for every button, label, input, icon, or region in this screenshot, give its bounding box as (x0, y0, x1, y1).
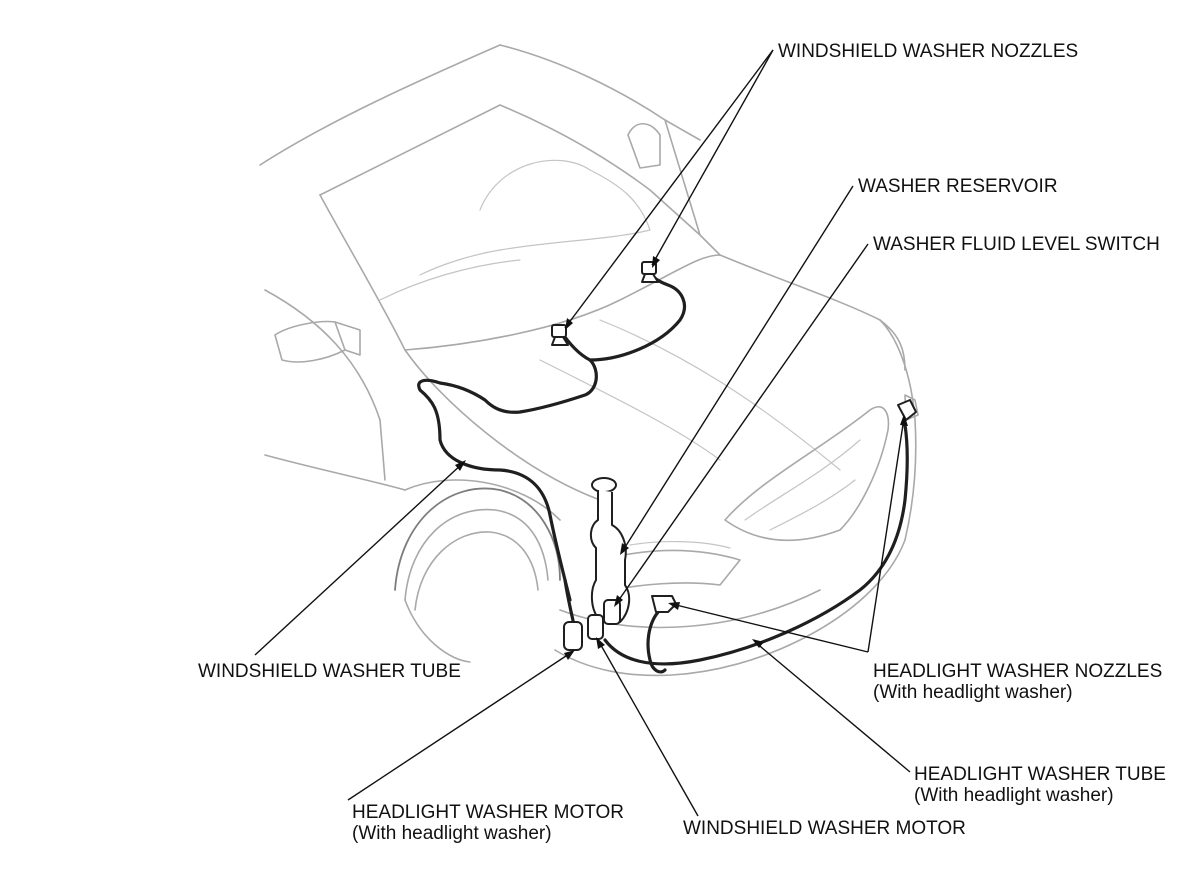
label-windshield-washer-motor: WINDSHIELD WASHER MOTOR (683, 818, 966, 839)
leader-headlight-washer-motor (347, 651, 573, 801)
label-headlight-washer-motor-note: (With headlight washer) (352, 823, 552, 844)
headlight-washer-nozzle-right (897, 399, 917, 421)
label-headlight-washer-tube-note: (With headlight washer) (914, 785, 1114, 806)
label-headlight-washer-motor: HEADLIGHT WASHER MOTOR (352, 802, 624, 823)
headlight-washer-nozzle-left (651, 595, 677, 613)
headlight-washer-tube (603, 423, 909, 674)
label-headlight-washer-tube: HEADLIGHT WASHER TUBE (914, 764, 1166, 785)
leader-headlight-nozzle-left (671, 603, 869, 653)
windshield-washer-tube (417, 268, 686, 632)
leader-washer-reservoir (621, 185, 854, 553)
windshield-washer-nozzle-right (641, 261, 659, 283)
leader-windshield-washer-motor (597, 639, 699, 817)
car-outline (259, 44, 919, 677)
label-washer-reservoir: WASHER RESERVOIR (858, 176, 1058, 197)
labels: WINDSHIELD WASHER NOZZLES WASHER RESERVO… (198, 41, 1166, 844)
leader-windshield-washer-tube (254, 462, 464, 656)
label-windshield-washer-nozzles: WINDSHIELD WASHER NOZZLES (778, 41, 1078, 62)
headlight-washer-motor (563, 621, 583, 651)
washer-fluid-level-switch (603, 599, 621, 625)
windshield-washer-nozzle-left (551, 324, 569, 346)
leader-washer-fluid-level-switch (615, 243, 869, 605)
leader-windshield-nozzle-right (651, 49, 774, 266)
leader-windshield-nozzle-left (564, 49, 774, 329)
leader-headlight-washer-tube (754, 641, 911, 773)
leader-lines (254, 49, 911, 817)
label-headlight-washer-nozzles: HEADLIGHT WASHER NOZZLES (873, 661, 1162, 682)
label-washer-fluid-level-switch: WASHER FLUID LEVEL SWITCH (873, 234, 1160, 255)
label-windshield-washer-tube: WINDSHIELD WASHER TUBE (198, 661, 461, 682)
leader-headlight-nozzle-right (867, 417, 905, 653)
windshield-washer-motor (587, 614, 604, 640)
label-headlight-washer-nozzles-note: (With headlight washer) (873, 682, 1073, 703)
